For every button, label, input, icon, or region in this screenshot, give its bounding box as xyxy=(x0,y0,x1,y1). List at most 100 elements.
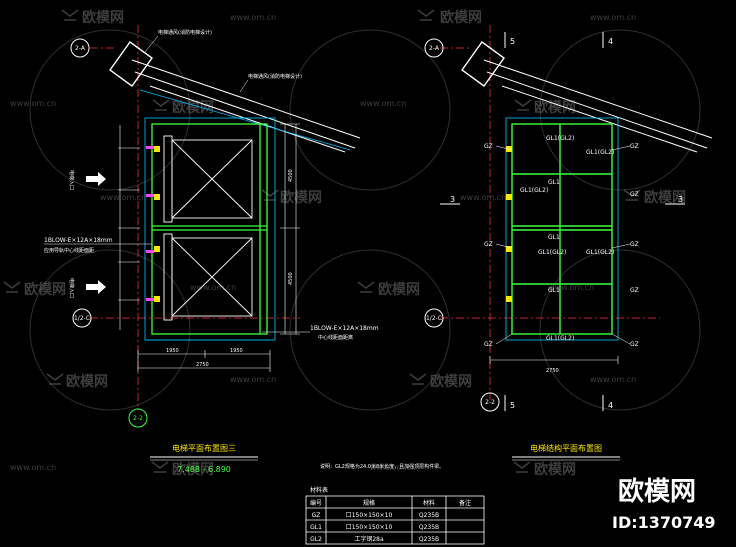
beam-label: GL1(GL2) xyxy=(538,249,566,256)
right-plan-title: 电梯结构平面布置图 xyxy=(530,443,602,453)
beam-label: GL1 xyxy=(548,179,560,186)
axis-3-right: 3 xyxy=(678,195,683,204)
watermark-url-8: www.om.cn xyxy=(548,283,594,292)
table-cell: 口150×150×10 xyxy=(346,524,393,531)
watermark-url-6: www.om.cn xyxy=(460,193,506,202)
watermark-logo-1: 欧模网 xyxy=(61,9,124,26)
beam-label: GL1 xyxy=(548,234,560,241)
watermark-url-2: www.om.cn xyxy=(590,13,636,22)
axis-4-bottom: 4 xyxy=(608,401,613,410)
dim-vertical-1: 4500 xyxy=(288,169,294,182)
watermark-logo-10: 欧模网 xyxy=(409,373,472,390)
svg-text:欧模网: 欧模网 xyxy=(280,189,322,206)
axis-5-top: 5 xyxy=(510,37,515,46)
table-cell: Q235B xyxy=(419,536,439,543)
beam-label: GL1(GL2) xyxy=(520,187,548,194)
beam-label: GL1(GL2) xyxy=(546,335,574,342)
axis-5-bottom: 5 xyxy=(510,401,515,410)
svg-text:欧模网: 欧模网 xyxy=(82,9,124,26)
svg-text:1/2-C: 1/2-C xyxy=(74,315,90,322)
general-note: 说明：GL2规格为24.0米8米长度，且加强顶层构件梁。 xyxy=(320,463,444,470)
dim-bottom-right: 1950 xyxy=(230,348,243,354)
svg-text:欧模网: 欧模网 xyxy=(24,281,66,298)
beam-label: GL1(GL2) xyxy=(586,249,614,256)
column-label: GZ xyxy=(484,143,493,150)
svg-text:2-A: 2-A xyxy=(429,45,440,52)
elevator-car-lower xyxy=(163,233,253,321)
watermark-url-12: www.om.cn xyxy=(370,463,416,472)
pipe-label-2: 电梯通风(消防电梯设计) xyxy=(248,73,302,80)
dim-vertical-2: 4500 xyxy=(288,272,294,285)
side-note-lower: 电梯入口 xyxy=(68,278,75,298)
materials-table: 材料表 编号 规格 材料 备注 GZ 口150×150×10 Q235B GL1… xyxy=(305,486,485,545)
left-plan-title: 电梯平面布置图三 xyxy=(172,443,236,453)
brand-id: ID:1370749 xyxy=(612,513,716,532)
grid-bubble-22-left: 2-2 xyxy=(128,408,148,428)
axis-3-left: 3 xyxy=(450,195,455,204)
left-elevator-plan: 2-A 1/2-C 2-2 电梯通风(消防电梯设计) 电梯通风(消防电梯设计) xyxy=(44,25,379,474)
elevator-car-upper xyxy=(163,135,253,223)
svg-text:2-2: 2-2 xyxy=(133,415,143,422)
column-label: GZ xyxy=(484,341,493,348)
brand-logo-text: 欧模网 xyxy=(618,476,696,507)
watermark-logo-2: 欧模网 xyxy=(417,9,482,26)
watermark-logo-12: 欧模网 xyxy=(513,461,576,478)
watermark-logo-4: 欧模网 xyxy=(514,99,576,116)
svg-text:欧模网: 欧模网 xyxy=(172,99,214,116)
table-cell: GL2 xyxy=(310,536,322,543)
svg-text:2-2: 2-2 xyxy=(485,399,495,406)
svg-text:欧模网: 欧模网 xyxy=(378,281,420,298)
side-note-upper: 电梯入口 xyxy=(68,170,75,190)
watermark-logo-8: 欧模网 xyxy=(357,281,420,298)
table-header: 材料 xyxy=(423,499,435,507)
watermark-logo-9: 欧模网 xyxy=(46,373,108,390)
leader-note-1: 1BLOW-E×12A×18mm xyxy=(44,237,113,244)
grid-bubble-2a-left: 2-A xyxy=(70,38,90,58)
watermark-logo-7: 欧模网 xyxy=(3,281,66,298)
grid-bubble-12c-left: 1/2-C xyxy=(72,308,92,328)
grid-bubble-2a-right: 2-A xyxy=(424,38,444,58)
svg-text:欧模网: 欧模网 xyxy=(66,373,108,390)
beam-label: GL1(GL2) xyxy=(546,135,574,142)
right-structure-plan: 2-A 1/2-C 2-2 5 4 5 4 3 3 xyxy=(424,25,713,461)
watermark-url-9: www.om.cn xyxy=(230,375,276,384)
svg-text:1/2-C: 1/2-C xyxy=(426,315,442,322)
table-header: 规格 xyxy=(363,499,375,507)
brand-stamp: 欧模网 ID:1370749 xyxy=(612,476,716,532)
svg-text:欧模网: 欧模网 xyxy=(644,189,686,206)
axis-4-top: 4 xyxy=(608,37,613,46)
column-label: GZ xyxy=(630,143,639,150)
column-label: GZ xyxy=(630,287,639,294)
watermark-url-3: www.om.cn xyxy=(360,99,406,108)
leader-note-1b: 应用导轨中心线距面距 xyxy=(44,247,94,254)
table-cell: 口150×150×10 xyxy=(346,512,393,519)
watermark-logo-3: 欧模网 xyxy=(152,99,214,116)
grid-bubble-22-right: 2-2 xyxy=(480,392,500,412)
left-plan-scale: 7.488 - 6.890 xyxy=(177,465,231,474)
watermark-logo-11: 欧模网 xyxy=(151,461,214,478)
watermark-url-10: www.om.cn xyxy=(590,375,636,384)
beam-label: GL1(GL2) xyxy=(586,149,614,156)
watermark-logo-6: 欧模网 xyxy=(623,189,686,206)
dim-bottom-left: 1950 xyxy=(166,348,179,354)
table-header: 编号 xyxy=(310,499,322,507)
entry-arrow-upper xyxy=(86,172,106,186)
watermark-url-7: www.om.cn xyxy=(190,283,236,292)
svg-text:欧模网: 欧模网 xyxy=(430,373,472,390)
beam-label: GL1 xyxy=(548,287,560,294)
svg-text:欧模网: 欧模网 xyxy=(534,461,576,478)
dim-bottom-total: 2750 xyxy=(196,362,209,368)
table-header: 备注 xyxy=(459,499,471,507)
table-caption: 材料表 xyxy=(310,486,328,494)
table-cell: Q235B xyxy=(419,524,439,531)
svg-text:欧模网: 欧模网 xyxy=(534,99,576,116)
column-label: GZ xyxy=(630,341,639,348)
leader-note-2: 1BLOW-E×12A×18mm xyxy=(310,325,379,332)
svg-text:欧模网: 欧模网 xyxy=(440,9,482,26)
watermark-logo-5: 欧模网 xyxy=(261,189,322,206)
table-cell: GL1 xyxy=(310,524,322,531)
column-label: GZ xyxy=(484,241,493,248)
column-label: GZ xyxy=(630,191,639,198)
column-label: GZ xyxy=(630,241,639,248)
